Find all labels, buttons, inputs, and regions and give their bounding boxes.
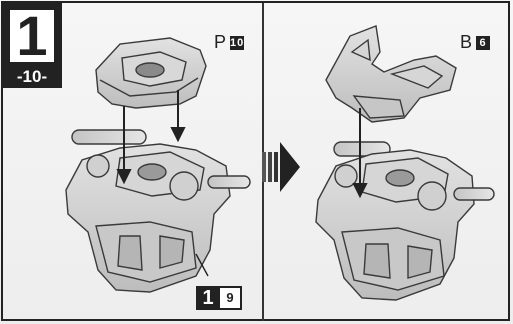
part-number-box: 10: [230, 36, 244, 50]
part-number-box: 6: [476, 36, 490, 50]
part-letter: B: [460, 32, 473, 53]
part-label-left: P 10: [214, 32, 244, 53]
reference-badge: 1 9: [196, 286, 242, 310]
part-label-right: B 6: [460, 32, 490, 53]
part-b-piece: [326, 26, 456, 122]
part-letter: P: [214, 32, 227, 53]
part-p-piece: [96, 38, 206, 108]
torso-assembly-left: [66, 130, 250, 292]
next-step-arrow: [262, 142, 300, 192]
torso-assembly-right: [316, 142, 494, 300]
reference-substep: 9: [218, 288, 240, 308]
reference-step: 1: [198, 288, 218, 308]
